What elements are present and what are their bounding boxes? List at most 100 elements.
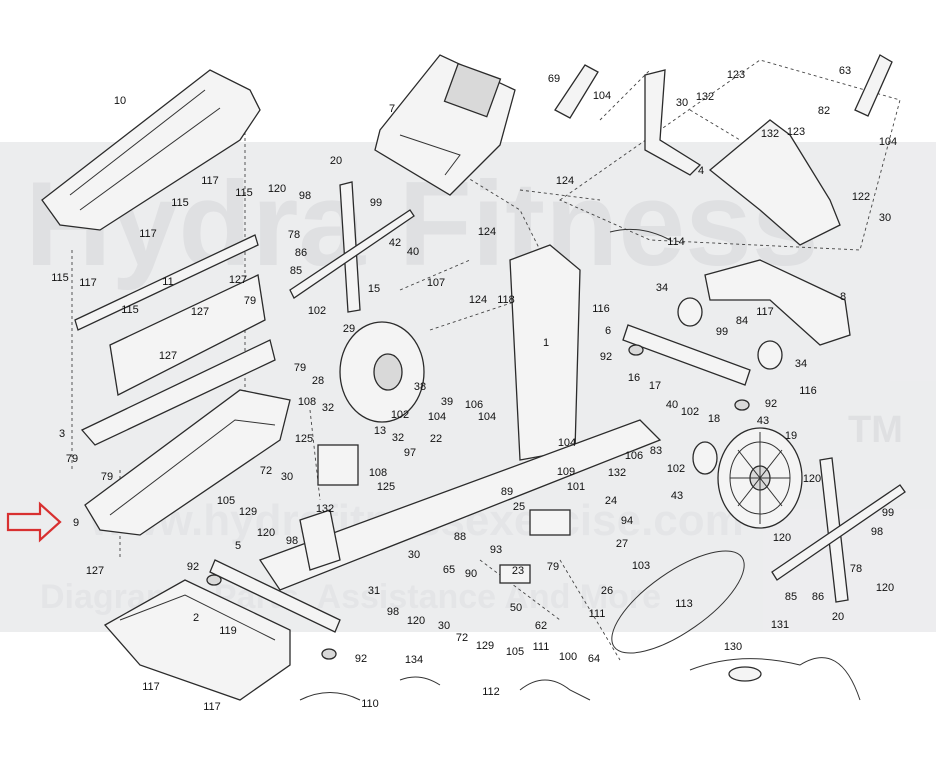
part-callout-15: 15: [368, 283, 380, 295]
part-callout-13: 13: [374, 425, 386, 437]
part-callout-6: 6: [605, 325, 611, 337]
part-callout-40: 40: [666, 399, 678, 411]
part-callout-26: 26: [601, 585, 613, 597]
part-callout-79: 79: [66, 453, 78, 465]
part-callout-101: 101: [567, 481, 585, 493]
part-callout-127: 127: [229, 274, 247, 286]
part-callout-30: 30: [408, 549, 420, 561]
part-callout-83: 83: [650, 445, 662, 457]
part-callout-98: 98: [286, 535, 298, 547]
part-callout-115: 115: [51, 272, 69, 284]
part-25-bracket: [529, 509, 571, 536]
part-callout-130: 130: [724, 641, 742, 653]
part-9-front-shroud: [84, 389, 291, 536]
top-cover-assembly: [41, 69, 276, 446]
part-113-drive-belt: [611, 550, 745, 654]
part-callout-82: 82: [818, 105, 830, 117]
part-callout-124: 124: [478, 226, 496, 238]
part-main-rail: [259, 419, 662, 591]
part-4-arm-link: [644, 69, 702, 176]
part-callout-17: 17: [649, 380, 661, 392]
part-callout-85: 85: [785, 591, 797, 603]
part-callout-99: 99: [370, 197, 382, 209]
part-callout-102: 102: [391, 409, 409, 421]
part-callout-30: 30: [281, 471, 293, 483]
part-callout-89: 89: [501, 486, 513, 498]
part-callout-115: 115: [171, 197, 189, 209]
part-callout-85: 85: [290, 265, 302, 277]
part-callout-30: 30: [676, 97, 688, 109]
part-11-cover-bracket: [74, 234, 259, 331]
part-callout-3: 3: [59, 428, 65, 440]
part-callout-127: 127: [191, 306, 209, 318]
flywheel-assembly: [289, 181, 425, 423]
part-callout-92: 92: [187, 561, 199, 573]
part-callout-31: 31: [368, 585, 380, 597]
part-callout-79: 79: [294, 362, 306, 374]
part-callout-42: 42: [389, 237, 401, 249]
part-callout-63: 63: [839, 65, 851, 77]
part-callout-115: 115: [235, 187, 253, 199]
part-callout-120: 120: [257, 527, 275, 539]
part-callout-99: 99: [882, 507, 894, 519]
part-callout-104: 104: [879, 136, 897, 148]
part-callout-127: 127: [86, 565, 104, 577]
part-callout-90: 90: [465, 568, 477, 580]
part-callout-119: 119: [219, 625, 237, 637]
part-callout-102: 102: [308, 305, 326, 317]
main-frame: [209, 244, 662, 633]
part-callout-110: 110: [361, 698, 379, 710]
part-callout-105: 105: [506, 646, 524, 658]
part-callout-132: 132: [608, 467, 626, 479]
part-callout-120: 120: [773, 532, 791, 544]
part-callout-98: 98: [387, 606, 399, 618]
part-callout-127: 127: [159, 350, 177, 362]
part-callout-28: 28: [312, 375, 324, 387]
part-callout-117: 117: [79, 277, 97, 289]
part-callout-129: 129: [239, 506, 257, 518]
part-callout-99: 99: [716, 326, 728, 338]
part-callout-116: 116: [799, 385, 817, 397]
part-callout-111: 111: [533, 641, 550, 653]
part-callout-27: 27: [616, 538, 628, 550]
front-shroud-assembly: [84, 389, 291, 701]
part-5-front-stabilizer: [209, 559, 341, 633]
part-callout-106: 106: [625, 450, 643, 462]
watermark-trademark: TM: [848, 409, 903, 451]
part-callout-50: 50: [510, 602, 522, 614]
part-23-bracket: [499, 564, 531, 584]
part-callout-32: 32: [322, 402, 334, 414]
part-callout-132: 132: [696, 91, 714, 103]
part-callout-2: 2: [193, 612, 199, 624]
part-callout-7: 7: [389, 103, 395, 115]
part-callout-114: 114: [667, 236, 685, 248]
arm-assembly: [554, 54, 893, 246]
part-callout-92: 92: [355, 653, 367, 665]
part-callout-107: 107: [427, 277, 445, 289]
part-callout-117: 117: [139, 228, 157, 240]
part-callout-30: 30: [438, 620, 450, 632]
part-callout-105: 105: [217, 495, 235, 507]
part-callout-92: 92: [765, 398, 777, 410]
part-callout-106: 106: [465, 399, 483, 411]
part-callout-125: 125: [377, 481, 395, 493]
part-callout-118: 118: [497, 294, 515, 306]
part-3-console-plate: [80, 339, 276, 446]
part-callout-103: 103: [632, 560, 650, 572]
part-callout-104: 104: [428, 411, 446, 423]
part-13-bracket: [317, 444, 359, 486]
part-callout-109: 109: [557, 466, 575, 478]
part-20-left-leg: [339, 181, 361, 313]
part-callout-20: 20: [832, 611, 844, 623]
part-callout-25: 25: [513, 501, 525, 513]
part-callout-115: 115: [121, 304, 139, 316]
part-131-strap: [689, 657, 861, 701]
part-92-foot-b: [321, 648, 337, 660]
rear-assembly: [622, 259, 906, 603]
part-110-cord: [299, 692, 361, 701]
part-callout-1: 1: [543, 337, 549, 349]
part-callout-122: 122: [852, 191, 870, 203]
part-callout-120: 120: [876, 582, 894, 594]
